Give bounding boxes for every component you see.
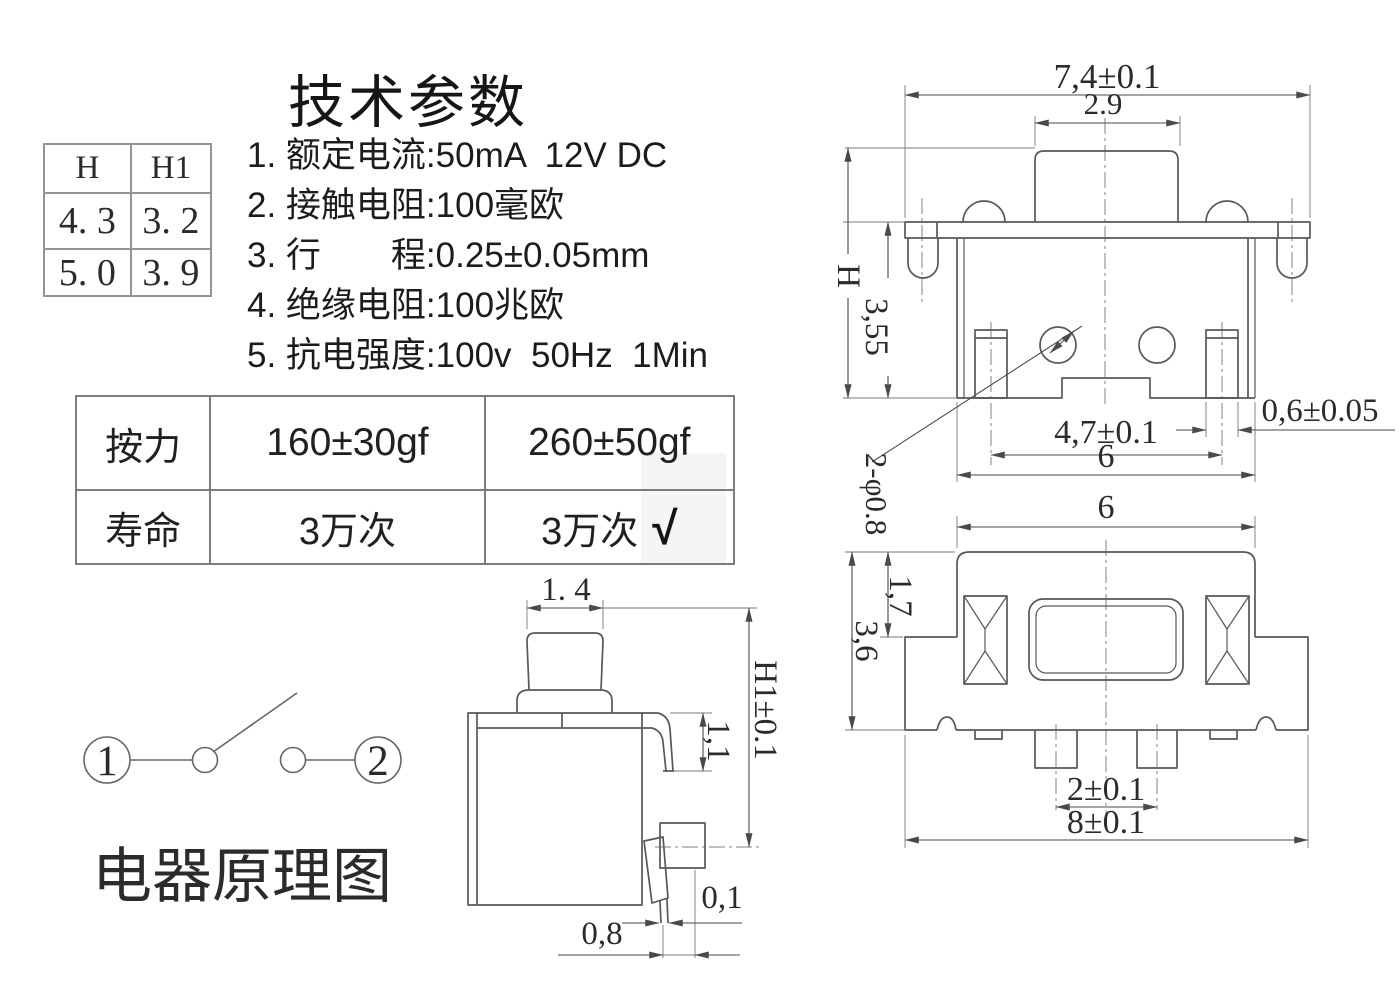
spec-contact-resistance: 2. 接触电阻:100毫欧 [247,186,565,225]
spec-rated-current: 1. 额定电流:50mA 12V DC [247,136,668,175]
dim-terminal-pitch: 4,7±0.1 [1054,414,1158,451]
life-value-2: 3万次 √ [483,489,736,565]
dim-height-h: H [830,264,866,288]
force-life-table: 按力 160±30gf 260±50gf 寿命 3万次 3万次 √ [74,395,736,565]
hh1-cell: 3. 2 [129,192,213,250]
circuit-schematic: 1 2 电器原理图 [83,692,402,910]
table-row: 5. 0 3. 9 [43,248,213,297]
force-label-cell: 按力 [74,395,212,491]
spec-insulation-resistance: 4. 绝缘电阻:100兆欧 [247,286,565,325]
dim-body-width: 6 [1098,438,1115,475]
spec-dielectric-strength: 5. 抗电强度:100v 50Hz 1Min [247,336,708,375]
dim-button-width: 2.9 [1084,86,1123,121]
front-view-drawing: 7,4±0.1 2.9 H 3,55 0,6±0.05 4,7±0.1 6 2-… [830,57,1395,535]
dim-terminal-width: 0,6±0.05 [1261,393,1378,429]
force-value-2: 260±50gf [483,395,736,491]
table-row: H H1 [43,143,213,194]
hh1-header-h: H [43,143,132,194]
spec-list: 1. 额定电流:50mA 12V DC 2. 接触电阻:100毫欧 3. 行 程… [247,131,708,381]
table-row: 按力 160±30gf 260±50gf [74,395,736,491]
table-row: 寿命 3万次 3万次 √ [74,489,736,565]
dim-top-terminal-pitch: 2±0.1 [1067,771,1145,808]
dim-top-flange-width: 8±0.1 [1067,804,1145,841]
spec-travel: 3. 行 程:0.25±0.05mm [247,236,650,275]
schematic-label: 电器原理图 [92,844,392,910]
dim-hole-callout: 2-φ0.8 [859,453,894,535]
force-value-1: 160±30gf [209,395,486,491]
schematic-terminal-2: 2 [367,738,389,785]
hh1-cell: 3. 9 [129,248,213,297]
life-value-2-text: 3万次 [541,510,639,553]
life-label-cell: 寿命 [74,489,212,565]
dim-flange-offset: 1,7 [882,575,918,616]
hh1-cell: 4. 3 [43,192,132,250]
table-row: 4. 3 3. 2 [43,192,213,250]
dim-lead-drop: 1,1 [700,720,736,761]
dim-height-h1: H1±0.1 [747,660,783,760]
dim-top-body-width: 6 [1098,489,1115,526]
dim-side-button-width: 1. 4 [541,572,591,608]
dim-tip-width: 0,8 [581,916,622,952]
side-view-drawing: 1. 4 H1±0.1 1,1 0,1 0,8 [467,572,783,959]
life-value-1: 3万次 [209,489,486,565]
hh1-cell: 5. 0 [43,248,132,297]
schematic-terminal-1: 1 [96,738,118,785]
dim-tip-thickness: 0,1 [701,880,742,916]
hh1-header-h1: H1 [129,143,213,194]
dim-depth: 3,6 [848,620,884,661]
hh1-table: H H1 4. 3 3. 2 5. 0 3. 9 [43,143,213,297]
dim-body-height: 3,55 [858,298,894,356]
page-title: 技术参数 [288,71,528,135]
checkmark-icon: √ [652,501,678,554]
dim-flange-width: 7,4±0.1 [1054,57,1161,96]
top-view-drawing: 6 1,7 3,6 2±0.1 8±0.1 [845,489,1309,848]
